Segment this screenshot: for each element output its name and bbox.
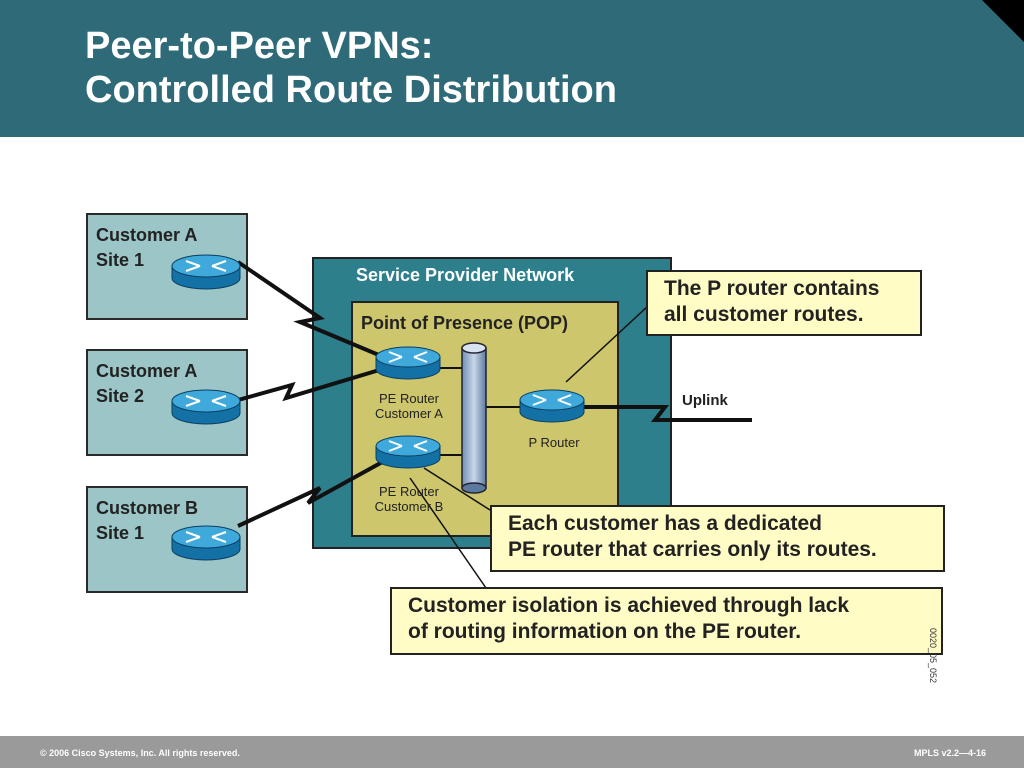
pop-label: Point of Presence (POP) xyxy=(361,313,569,333)
router-icon xyxy=(171,525,241,561)
backbone-bus-icon xyxy=(461,342,487,494)
slide-title: Peer-to-Peer VPNs: Controlled Route Dist… xyxy=(85,24,617,112)
uplink-line xyxy=(584,405,752,422)
callout-dedicated-pe: Each customer has a dedicated PE router … xyxy=(490,505,945,572)
p-router-label: P Router xyxy=(528,435,580,450)
pointer-isolation-callout xyxy=(409,477,487,589)
title-line-2: Controlled Route Distribution xyxy=(85,69,617,111)
service-provider-network-label: Service Provider Network xyxy=(356,265,575,285)
router-icon xyxy=(171,389,241,425)
customer-a-site2-label: Customer A Site 2 xyxy=(96,361,198,406)
pe-router-b-label: PE Router Customer B xyxy=(374,484,444,514)
footer-course-code: MPLS v2.2—4-16 xyxy=(913,748,986,758)
router-icon xyxy=(375,435,441,469)
router-icon xyxy=(375,346,441,380)
customer-b-site1-label: Customer B Site 1 xyxy=(96,498,199,543)
slide-header: Peer-to-Peer VPNs: Controlled Route Dist… xyxy=(0,0,1024,137)
customer-a-site1-label: Customer A Site 1 xyxy=(96,225,198,270)
router-icon xyxy=(171,254,241,290)
callout-p-router: The P router contains all customer route… xyxy=(646,270,922,336)
router-icon xyxy=(519,389,585,423)
customer-a-site2-box: Customer A Site 2 xyxy=(86,349,248,456)
customer-a-site1-box: Customer A Site 1 xyxy=(86,213,248,320)
slide-footer: © 2006 Cisco Systems, Inc. All rights re… xyxy=(0,736,1024,768)
title-line-1: Peer-to-Peer VPNs: xyxy=(85,25,434,67)
footer-copyright: © 2006 Cisco Systems, Inc. All rights re… xyxy=(40,748,240,758)
pe-router-a-label: PE Router Customer A xyxy=(375,391,443,421)
figure-id-watermark: 0020_05_052 xyxy=(928,628,938,684)
pointer-dedicated-pe-callout xyxy=(423,467,491,511)
link-site1-to-pe-a xyxy=(236,260,387,360)
pointer-p-router-callout xyxy=(565,305,649,383)
header-corner-decoration xyxy=(982,0,1024,42)
link-customer-b-to-pe-b xyxy=(237,458,387,528)
link-site2-to-pe-a xyxy=(237,366,387,402)
uplink-label: Uplink xyxy=(682,392,728,409)
callout-isolation: Customer isolation is achieved through l… xyxy=(390,587,943,655)
